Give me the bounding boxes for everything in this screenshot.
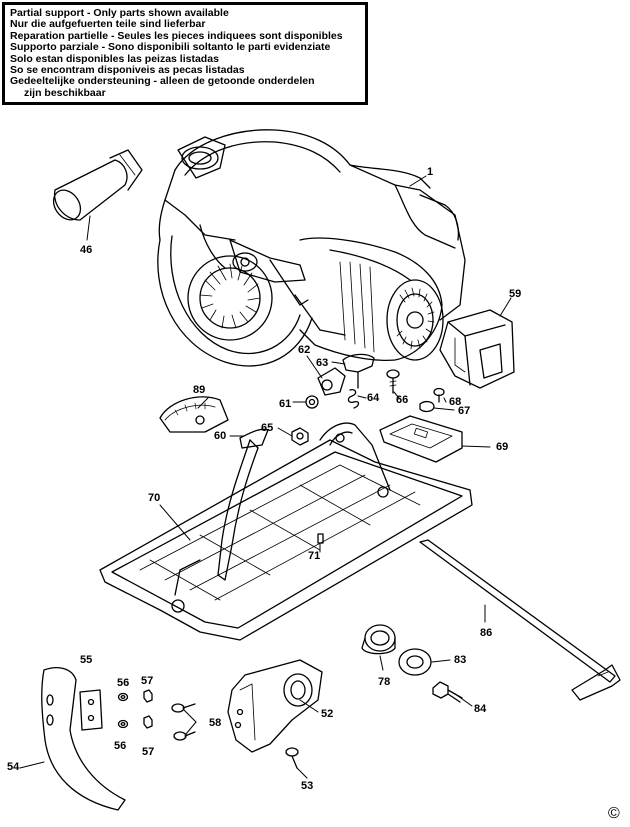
callout-78: 78 xyxy=(378,676,391,688)
part-64-spring xyxy=(347,388,360,409)
callout-54: 54 xyxy=(7,761,20,773)
callout-58: 58 xyxy=(209,717,222,729)
callout-61: 61 xyxy=(279,398,292,410)
part-46-dust-chute xyxy=(52,149,143,221)
callout-84: 84 xyxy=(474,703,487,715)
part-66-screw xyxy=(386,369,400,394)
partial-support-notice: Partial support - Only parts shown avail… xyxy=(2,2,368,105)
part-83-outer-flange xyxy=(398,648,432,676)
part-84-blade-bolt xyxy=(432,681,463,703)
part-65-nut xyxy=(291,427,309,446)
callout-89: 89 xyxy=(193,384,206,396)
part-69-depth-plate xyxy=(379,415,463,463)
callout-70: 70 xyxy=(148,492,161,504)
notice-line: Reparation partielle - Seules les pieces… xyxy=(10,29,343,42)
callout-57: 57 xyxy=(141,675,154,687)
part-62-63-knob xyxy=(317,353,375,396)
part-78-flange xyxy=(361,624,396,655)
callout-59: 59 xyxy=(509,288,522,300)
callout-67: 67 xyxy=(458,405,471,417)
part-55-clamp-plate xyxy=(79,689,103,731)
callout-46: 46 xyxy=(80,244,93,256)
callout-66: 66 xyxy=(396,394,409,406)
callout-65: 65 xyxy=(261,422,274,434)
part-60-bevel-bracket xyxy=(217,428,269,581)
notice-line: zijn beschikbaar xyxy=(24,86,106,99)
callout-68: 68 xyxy=(449,396,462,408)
callout-83: 83 xyxy=(454,654,467,666)
callout-56: 56 xyxy=(114,740,127,752)
part-52-lower-guard xyxy=(227,659,323,753)
part-54-riving-knife xyxy=(41,667,126,811)
part-68-screw xyxy=(433,387,445,403)
part-56-washer xyxy=(117,692,129,729)
saw-body xyxy=(157,129,466,367)
part-67-key xyxy=(419,400,435,413)
callout-63: 63 xyxy=(316,357,329,369)
part-59-end-cap xyxy=(439,309,515,389)
copyright-symbol: © xyxy=(608,805,620,822)
callout-56: 56 xyxy=(117,677,130,689)
part-58-bolt xyxy=(171,703,196,741)
callout-55: 55 xyxy=(80,654,93,666)
part-89-bevel-scale xyxy=(159,396,229,433)
part-61-washer xyxy=(305,395,319,409)
part-86-rip-fence xyxy=(419,539,621,701)
notice-line: Nur die aufgefuerten teile sind lieferba… xyxy=(10,18,206,31)
part-53-screw xyxy=(285,747,299,769)
notice-line: So se encontram disponiveis as pecas lis… xyxy=(10,64,245,77)
callout-57: 57 xyxy=(142,746,155,758)
part-70-base-plate xyxy=(99,422,473,641)
callout-71: 71 xyxy=(308,550,321,562)
callout-62: 62 xyxy=(298,344,311,356)
callout-60: 60 xyxy=(214,430,227,442)
notice-line: Partial support - Only parts shown avail… xyxy=(10,7,229,19)
part-57-nut xyxy=(143,689,153,729)
notice-line: Supporto parziale - Sono disponibili sol… xyxy=(10,41,331,54)
callout-1: 1 xyxy=(427,166,434,178)
callout-69: 69 xyxy=(496,441,509,453)
callout-64: 64 xyxy=(367,392,380,404)
callout-86: 86 xyxy=(480,627,493,639)
notice-line: Solo estan disponibles las peizas listad… xyxy=(10,52,219,65)
notice-line: Gedeeltelijke ondersteuning - alleen de … xyxy=(10,75,315,88)
leader-lines xyxy=(19,175,512,779)
callout-53: 53 xyxy=(301,780,314,792)
callout-52: 52 xyxy=(321,708,334,720)
